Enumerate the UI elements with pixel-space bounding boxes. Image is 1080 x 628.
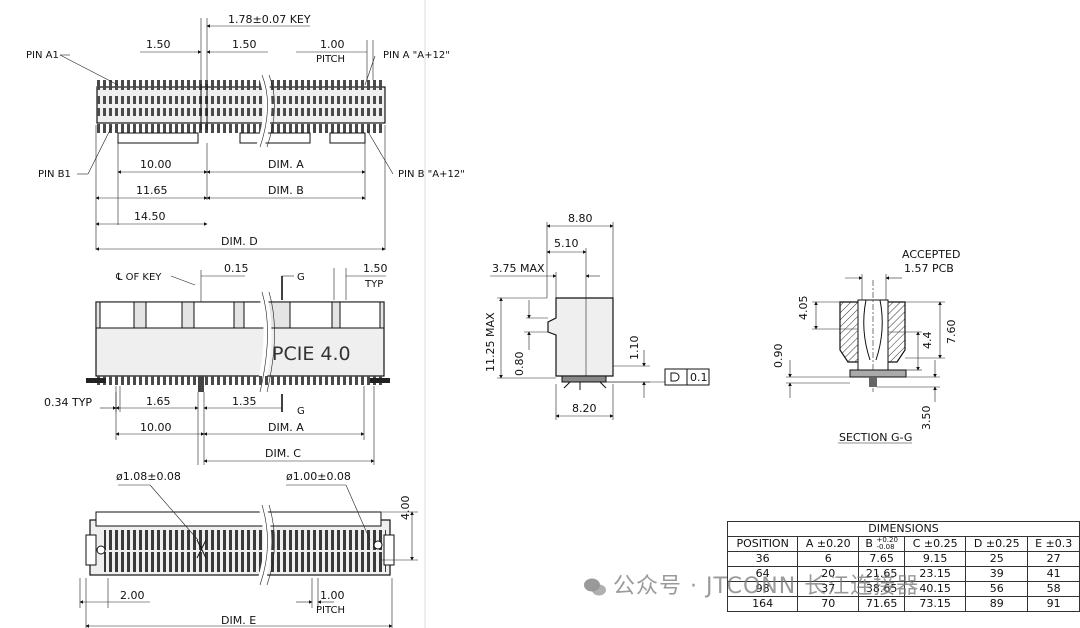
dim-44-label: 4.4: [921, 332, 934, 350]
cell: 58: [1027, 581, 1080, 597]
dim-375-label: 3.75 MAX: [492, 262, 545, 275]
offset-right-label: 1.50: [232, 38, 257, 51]
cell: 91: [1027, 596, 1080, 612]
dim-150-typ-label: 1.50: [363, 262, 388, 275]
dim-165-label: 1.65: [146, 395, 171, 408]
dim-1125-label: 11.25 MAX: [484, 312, 497, 372]
front-view: PCIE 4.0 ℄ OF KEY 0.15 G 1.50 TYP 0.34 T…: [44, 262, 390, 465]
dimensions-table: DIMENSIONS POSITION A ±0.20 B +0.20 -0.0…: [726, 521, 1080, 612]
dim-034-label: 0.34 TYP: [44, 396, 92, 409]
top-view: 1.78±0.07 KEY 1.50 1.50 1.00 PITCH PIN A…: [26, 13, 465, 251]
accepted-label: ACCEPTED: [902, 248, 960, 261]
dim-1000-label: 10.00: [140, 158, 172, 171]
dim-110-label: 1.10: [628, 336, 641, 361]
dim-820-label: 8.20: [572, 402, 597, 415]
typ-label: TYP: [364, 279, 383, 290]
key-width-label: 1.78±0.07 KEY: [228, 13, 311, 26]
section-g-bottom-label: G: [297, 406, 305, 417]
table-header-row: POSITION A ±0.20 B +0.20 -0.08 C ±0.25 D…: [726, 536, 1080, 552]
cell: 9.15: [904, 551, 967, 567]
dim-015-label: 0.15: [224, 262, 249, 275]
col-a: A ±0.20: [797, 536, 860, 552]
section-title: SECTION G-G: [839, 431, 912, 444]
pin-b-end-label: PIN B "A+12": [398, 169, 465, 180]
dim-a-label: DIM. A: [268, 158, 304, 171]
wechat-icon: [584, 578, 606, 596]
cell: 98: [726, 581, 799, 597]
key-centerline-label: ℄ OF KEY: [115, 272, 162, 283]
cell: 36: [726, 551, 799, 567]
pitch-bottom-label: PITCH: [316, 605, 345, 616]
cell: 64: [726, 566, 799, 582]
pitch-value-label: 1.00: [320, 38, 345, 51]
watermark-text: 公众号 · JTCONN 长江连接器: [613, 574, 920, 599]
table-title: DIMENSIONS: [727, 521, 1080, 537]
dim-1000-front-label: 10.00: [140, 421, 172, 434]
bottom-view: ø1.08±0.08 ø1.00±0.08 4.00 2.00 1.00 PIT…: [79, 470, 418, 628]
dim-510-label: 5.10: [554, 237, 579, 250]
dim-200-label: 2.00: [120, 589, 145, 602]
cell: 164: [726, 596, 799, 612]
brand-text: PCIE 4.0: [272, 343, 351, 365]
pin-a1-label: PIN A1: [26, 50, 59, 61]
pin-a-end-label: PIN A "A+12": [383, 50, 450, 61]
dim-400-label: 4.00: [399, 496, 412, 521]
col-c: C ±0.25: [904, 536, 967, 552]
section-g-top-label: G: [297, 272, 305, 283]
cell: 71.65: [858, 596, 906, 612]
watermark: 公众号 · JTCONN 长江连接器: [583, 568, 919, 600]
pin-b1-label: PIN B1: [38, 169, 71, 180]
cell: 70: [797, 596, 860, 612]
dim-1450-label: 14.50: [134, 210, 166, 223]
dim-a-front-label: DIM. A: [268, 421, 304, 434]
section-view: ACCEPTED 1.57 PCB 4.05 7.60 4.4 0.90 3.5…: [772, 248, 960, 444]
col-b: B +0.20 -0.08: [858, 536, 906, 552]
dim-b-label: DIM. B: [268, 184, 304, 197]
cell: 27: [1027, 551, 1080, 567]
b-tol-plus: +0.20: [876, 536, 898, 544]
side-view: 8.80 5.10 3.75 MAX 11.25 MAX 0.80 1.10 8…: [484, 212, 710, 420]
hole-diameter-1-label: ø1.08±0.08: [116, 470, 181, 483]
cell: 39: [965, 566, 1029, 582]
pcb-label: 1.57 PCB: [904, 262, 954, 275]
dim-c-label: DIM. C: [265, 447, 301, 460]
cell: 41: [1027, 566, 1080, 582]
col-d: D ±0.25: [965, 536, 1029, 552]
dim-760-label: 7.60: [945, 320, 958, 345]
pitch-label: PITCH: [316, 54, 345, 65]
offset-left-label: 1.50: [146, 38, 171, 51]
dim-d-label: DIM. D: [221, 235, 258, 248]
dim-e-label: DIM. E: [221, 614, 256, 627]
dim-350-label: 3.50: [920, 406, 933, 431]
cell: 89: [965, 596, 1029, 612]
flatness-value: 0.1: [690, 371, 708, 384]
dim-135-label: 1.35: [232, 395, 257, 408]
dim-1165-label: 11.65: [136, 184, 168, 197]
col-b-label: B: [865, 537, 873, 550]
dim-080-label: 0.80: [513, 352, 526, 377]
cell: 25: [965, 551, 1029, 567]
pitch-bottom-value: 1.00: [320, 589, 345, 602]
col-e: E ±0.3: [1027, 536, 1080, 552]
cell: 73.15: [904, 596, 967, 612]
dim-090-label: 0.90: [772, 344, 785, 369]
cell: 6: [797, 551, 860, 567]
cell: 7.65: [858, 551, 906, 567]
cell: 56: [965, 581, 1029, 597]
col-position: POSITION: [726, 536, 799, 552]
dim-880-label: 8.80: [568, 212, 593, 225]
b-tol-minus: -0.08: [876, 543, 895, 551]
hole-diameter-2-label: ø1.00±0.08: [286, 470, 351, 483]
dim-405-label: 4.05: [797, 296, 810, 321]
